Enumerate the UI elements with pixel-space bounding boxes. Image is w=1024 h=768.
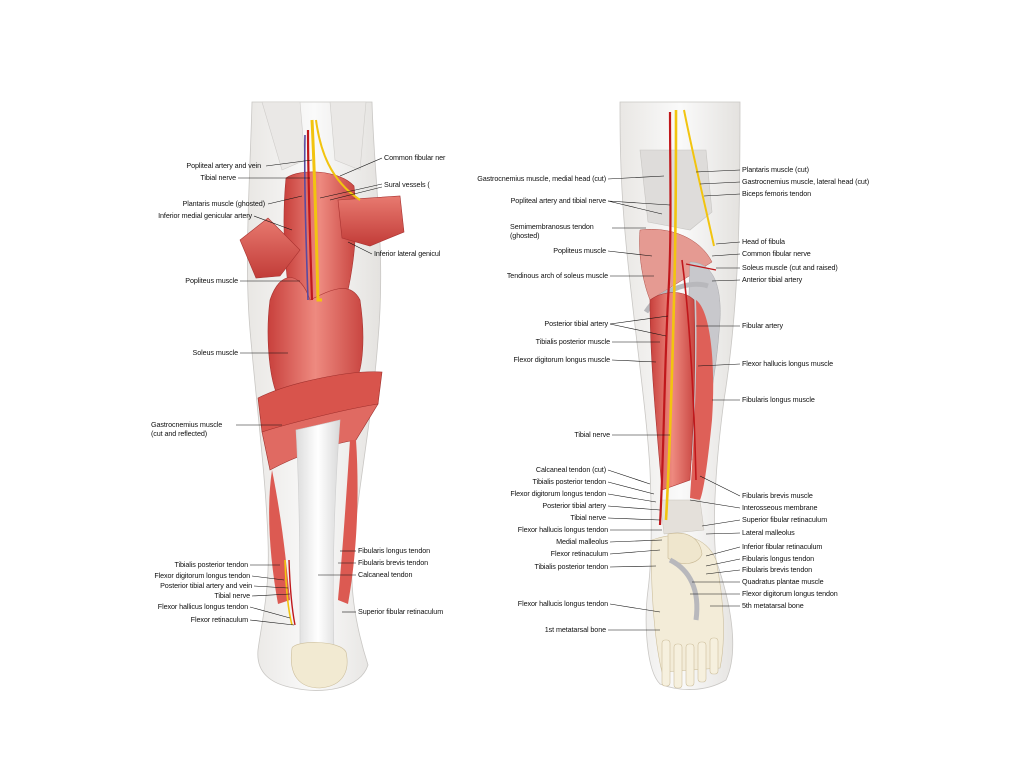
label: Tibialis posterior tendon bbox=[534, 562, 608, 571]
label: Biceps femoris tendon bbox=[742, 189, 812, 198]
label: Inferior lateral genicul bbox=[374, 249, 441, 258]
label: Flexor retinaculum bbox=[190, 615, 248, 624]
label: Tibial nerve bbox=[214, 591, 250, 600]
label: Anterior tibial artery bbox=[742, 275, 803, 284]
label: Sural vessels ( bbox=[384, 180, 430, 189]
label: Quadratus plantae muscle bbox=[742, 577, 824, 586]
label: Popliteal artery and vein bbox=[186, 161, 261, 170]
label: Posterior tibial artery bbox=[542, 501, 606, 510]
label: Posterior tibial artery bbox=[544, 319, 608, 328]
label: Flexor hallucis longus tendon bbox=[517, 525, 608, 534]
label: Inferior medial genicular artery bbox=[158, 211, 252, 220]
label: Head of fibula bbox=[742, 237, 785, 246]
label: Tibialis posterior tendon bbox=[174, 560, 248, 569]
label: Tibialis posterior muscle bbox=[535, 337, 610, 346]
label: Fibularis longus tendon bbox=[358, 546, 431, 555]
label: Common fibular ner bbox=[384, 153, 446, 162]
label: 5th metatarsal bone bbox=[742, 601, 804, 610]
label: Posterior tibial artery and vein bbox=[160, 581, 252, 590]
label: Flexor hallicus longus tendon bbox=[157, 602, 248, 611]
label: Flexor digitorum longus tendon bbox=[742, 589, 838, 598]
label: Fibularis longus tendon bbox=[742, 554, 815, 563]
label: Calcaneal tendon (cut) bbox=[535, 465, 606, 474]
label: 1st metatarsal bone bbox=[544, 625, 606, 634]
label: Lateral malleolus bbox=[742, 528, 795, 537]
label: Gastrocnemius muscle, lateral head (cut) bbox=[742, 177, 870, 186]
label: (cut and reflected) bbox=[151, 429, 208, 438]
label: Popliteus muscle bbox=[553, 246, 606, 255]
label: Soleus muscle bbox=[192, 348, 239, 357]
label: Gastrocnemius muscle, medial head (cut) bbox=[477, 174, 606, 183]
label: Flexor digitorum longus tendon bbox=[510, 489, 606, 498]
right-leg bbox=[619, 101, 741, 690]
label: Tendinous arch of soleus muscle bbox=[506, 271, 608, 280]
label: Plantaris muscle (cut) bbox=[742, 165, 809, 174]
label: Tibial nerve bbox=[574, 430, 610, 439]
label: Interosseous membrane bbox=[742, 503, 818, 512]
label: Popliteal artery and tibial nerve bbox=[510, 196, 606, 205]
label: (ghosted) bbox=[510, 231, 540, 240]
label: Fibularis brevis tendon bbox=[742, 565, 813, 574]
label: Soleus muscle (cut and raised) bbox=[742, 263, 838, 272]
label: Superior fibular retinaculum bbox=[742, 515, 828, 524]
label: Plantaris muscle (ghosted) bbox=[182, 199, 266, 208]
label: Popliteus muscle bbox=[185, 276, 238, 285]
label: Flexor digitorum longus tendon bbox=[154, 571, 250, 580]
label: Inferior fibular retinaculum bbox=[742, 542, 823, 551]
label: Flexor hallucis longus tendon bbox=[517, 599, 608, 608]
label: Flexor retinaculum bbox=[550, 549, 608, 558]
label: Calcaneal tendon bbox=[358, 570, 413, 579]
label: Tibial nerve bbox=[200, 173, 236, 182]
label: Medial malleolus bbox=[556, 537, 608, 546]
label: Fibularis brevis muscle bbox=[742, 491, 813, 500]
label: Fibularis brevis tendon bbox=[358, 558, 429, 567]
label: Gastrocnemius muscle bbox=[151, 420, 223, 429]
label: Tibialis posterior tendon bbox=[532, 477, 606, 486]
label: Flexor digitorum longus muscle bbox=[513, 355, 611, 364]
foot-bones bbox=[651, 535, 724, 673]
label: Common fibular nerve bbox=[742, 249, 811, 258]
label: Semimembranosus tendon bbox=[510, 222, 594, 231]
left-leg bbox=[239, 101, 405, 691]
label: Superior fibular retinaculum bbox=[358, 607, 444, 616]
label: Fibularis longus muscle bbox=[742, 395, 815, 404]
calcaneus-bone bbox=[290, 642, 348, 689]
label: Fibular artery bbox=[742, 321, 783, 330]
label: Tibial nerve bbox=[570, 513, 606, 522]
label: Flexor hallucis longus muscle bbox=[742, 359, 833, 368]
